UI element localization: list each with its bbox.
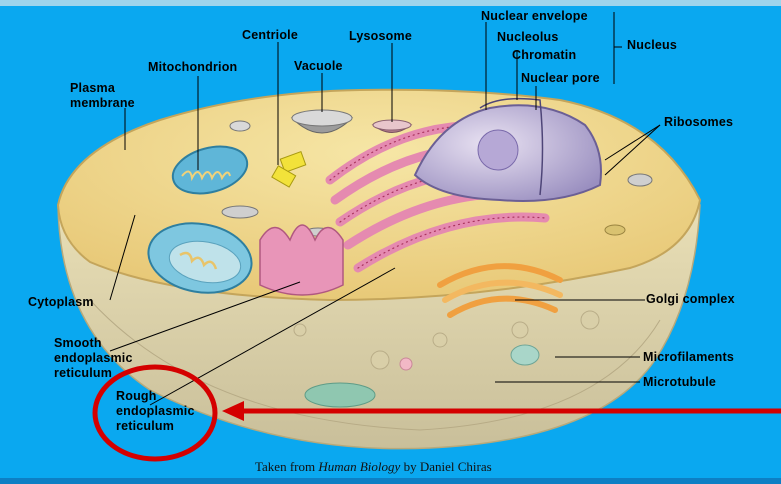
- caption-suffix: by Daniel Chiras: [400, 459, 491, 474]
- label-nuclear-envelope: Nuclear envelope: [481, 9, 588, 24]
- source-caption: Taken from Human Biology by Daniel Chira…: [255, 459, 492, 475]
- label-centriole: Centriole: [242, 28, 298, 43]
- label-mitochondrion: Mitochondrion: [148, 60, 237, 75]
- label-cytoplasm: Cytoplasm: [28, 295, 94, 310]
- label-plasma-membrane: Plasma membrane: [70, 81, 135, 111]
- label-smooth-er: Smooth endoplasmic reticulum: [54, 336, 133, 381]
- label-nuclear-pore: Nuclear pore: [521, 71, 600, 86]
- caption-prefix: Taken from: [255, 459, 318, 474]
- bottom-strip: [0, 478, 781, 484]
- label-chromatin: Chromatin: [512, 48, 576, 63]
- label-lysosome: Lysosome: [349, 29, 412, 44]
- label-golgi-complex: Golgi complex: [646, 292, 735, 307]
- label-vacuole: Vacuole: [294, 59, 343, 74]
- label-microtubule: Microtubule: [643, 375, 716, 390]
- label-rough-er: Rough endoplasmic reticulum: [116, 389, 195, 434]
- smooth-er-tubes: [260, 225, 343, 295]
- caption-book-title: Human Biology: [318, 459, 400, 474]
- label-nucleolus: Nucleolus: [497, 30, 559, 45]
- label-ribosomes: Ribosomes: [664, 115, 733, 130]
- label-microfilaments: Microfilaments: [643, 350, 734, 365]
- label-nucleus: Nucleus: [627, 38, 677, 53]
